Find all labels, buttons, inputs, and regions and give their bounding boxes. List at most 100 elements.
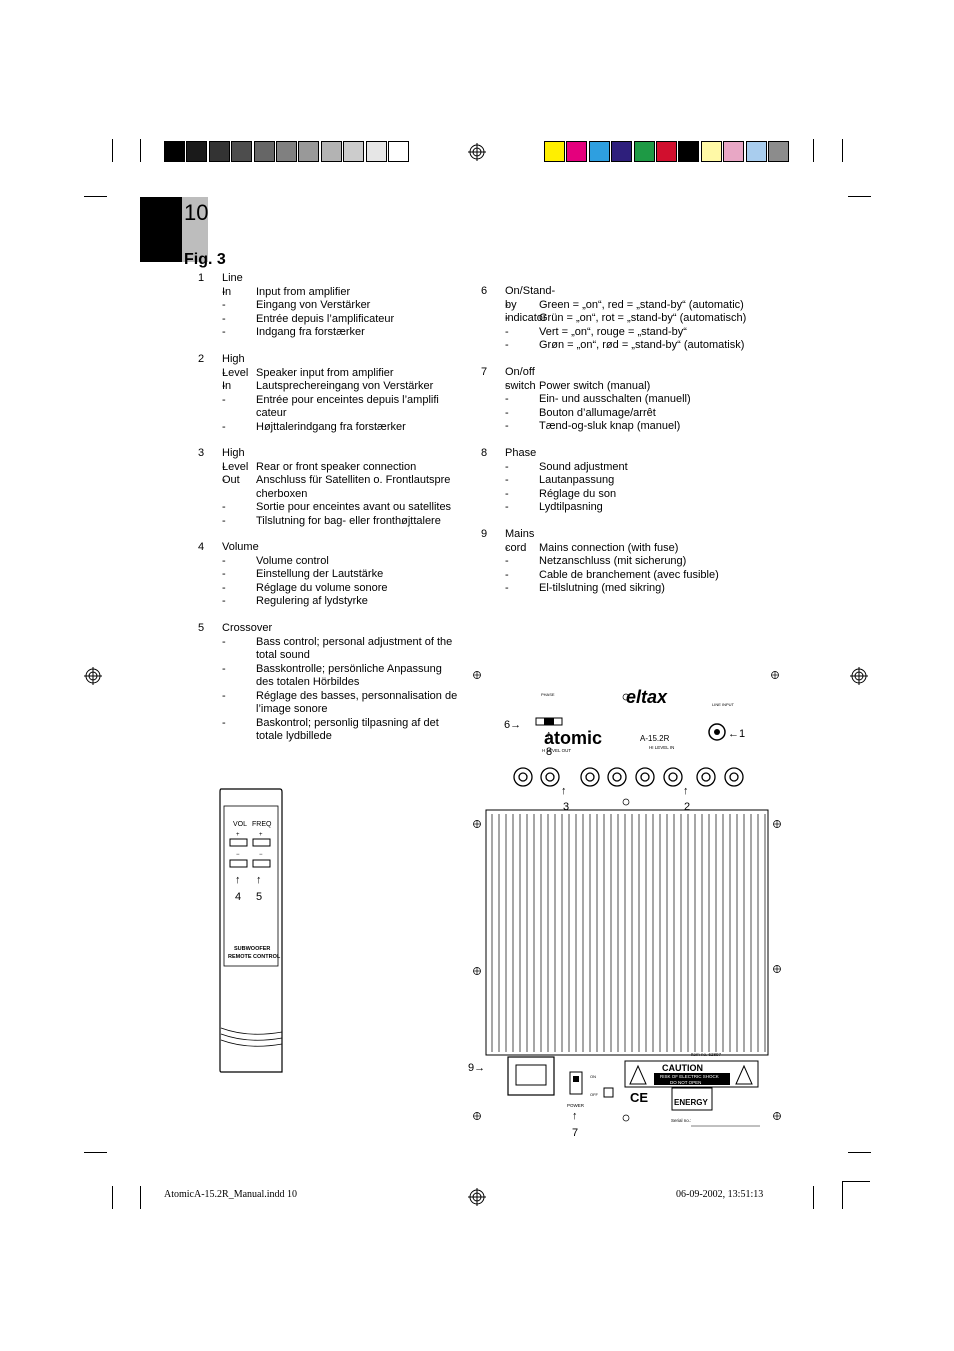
color-swatch [231,141,253,162]
callout-1: ←1 [728,728,745,740]
remote-control-illustration: VOL FREQ ++ −− ↑ ↑ 4 5 SUBWOOFER REMOTE … [219,788,283,1073]
crop-mark [813,139,814,162]
color-swatch [164,141,185,162]
vol-up-button[interactable] [229,838,248,847]
color-swatch [656,141,677,162]
svg-text:+: + [236,832,240,838]
amplifier-panel-illustration: eltax atomic A-15.2R PHASE 6→ ↑ 8 LINE I… [468,671,781,1139]
item-line: Regulering af lydstyrke [198,595,458,609]
arrow-up-icon: ↑ [235,874,241,886]
color-swatch [388,141,409,162]
item-line: Lautanpassung [481,474,781,488]
item-line: Sound adjustment [481,461,781,475]
page-number: 10 [184,200,209,225]
model-logo: atomic [544,728,602,748]
footer-file-info: AtomicA-15.2R_Manual.indd 10 [164,1189,298,1200]
item-line: El-tilslutning (med sikring) [481,582,781,596]
item-line: Grün = „on“, rot = „stand-by“ (automatis… [481,312,781,326]
item-line: Green = „on“, red = „stand-by“ (automati… [481,299,781,313]
arrow-up-icon: ↑ [256,874,262,886]
item-line: Input from amplifier [198,286,458,300]
power-switch[interactable] [569,1071,583,1095]
crop-mark [848,1152,871,1153]
svg-text:CAUTION: CAUTION [662,1063,703,1073]
item-line: Vert = „on“, rouge = „stand-by“ [481,326,781,340]
remote-caption: SUBWOOFER [234,946,270,952]
item-number: 9 [481,528,488,540]
line-input-jack[interactable] [708,723,726,741]
vol-label: VOL [233,821,247,828]
freq-label: FREQ [252,821,272,828]
color-swatch [611,141,633,162]
item-number: 8 [481,447,488,459]
callout-5: 5 [256,891,262,903]
crop-mark [813,1186,814,1209]
item-number: 6 [481,285,488,297]
item-number: 7 [481,366,488,378]
color-swatch [745,141,767,162]
color-swatch [566,141,588,162]
callout-4: 4 [235,891,241,903]
callout-7: 7 [572,1127,578,1139]
item-number: 3 [198,447,205,459]
item-line: Tilslutning for bag- eller fronthøjttale… [198,515,458,529]
arrow-up-icon: ↑ [683,785,689,797]
svg-text:Serial no.:: Serial no.: [671,1118,691,1123]
ce-mark: CE [630,1090,648,1105]
item-line: Einstellung der Lautstärke [198,568,458,582]
item-number: 4 [198,541,205,553]
color-swatch [253,141,275,162]
svg-text:DO NOT OPEN: DO NOT OPEN [670,1080,701,1085]
mains-socket[interactable] [507,1056,555,1096]
arrow-up-icon: ↑ [572,1110,578,1122]
item-line: Basskontrolle; persönliche Anpassung des… [198,663,456,690]
svg-text:−: − [259,852,263,858]
color-swatch [298,141,320,162]
item-line: Grøn = „on“, rød = „stand-by“ (automatis… [481,339,781,353]
callout-8: 8 [546,746,552,758]
energy-logo: ENERGY [674,1098,708,1107]
crop-mark [842,1181,843,1209]
crop-mark [848,196,871,197]
registration-mark-icon [850,667,868,685]
registration-mark-icon [468,1188,486,1206]
crop-mark [140,1186,141,1209]
item-line: Entrée depuis l’amplificateur [198,313,458,327]
svg-text:POWER: POWER [567,1103,585,1108]
item-line: Tænd-og-sluk knap (manuel) [481,420,781,434]
callout-2: 2 [684,801,690,813]
figure-label: Fig. 3 [184,251,226,268]
freq-down-button[interactable] [252,859,271,868]
callout-3: 3 [563,801,569,813]
color-swatch [208,141,230,162]
item-line: Speaker input from amplifier [198,367,458,381]
svg-text:OFF: OFF [590,1092,599,1097]
callout-9: 9→ [468,1062,485,1074]
page-tab-shade [182,197,208,262]
svg-text:Item no. 62897: Item no. 62897 [691,1052,722,1057]
svg-text:RISK OF ELECTRIC SHOCK: RISK OF ELECTRIC SHOCK [660,1074,719,1079]
item-line: Baskontrol; personlig tilpasning af det … [198,717,456,744]
brand-logo: eltax [626,687,668,707]
color-swatch [700,141,722,162]
callout-6: 6→ [504,719,521,731]
svg-text:PHASE: PHASE [541,692,555,697]
svg-text:−: − [236,852,240,858]
vol-down-button[interactable] [229,859,248,868]
item-number: 2 [198,353,205,365]
svg-text:+: + [259,832,263,838]
item-line: Entrée pour enceintes depuis l’amplifi c… [198,394,446,421]
footer-timestamp: 06-09-2002, 13:51:13 [676,1189,764,1200]
crop-mark [112,1186,113,1209]
freq-up-button[interactable] [252,838,271,847]
item-line: Indgang fra forstærker [198,326,458,340]
item-line: Power switch (manual) [481,380,781,394]
item-line: Mains connection (with fuse) [481,542,781,556]
registration-mark-icon [84,667,102,685]
item-line: Lautsprechereingang von Verstärker [198,380,458,394]
svg-text:HI LEVEL IN: HI LEVEL IN [649,745,674,750]
item-line: Réglage des basses, personnalisation de … [198,690,466,717]
svg-text:LINE INPUT: LINE INPUT [712,702,735,707]
item-line: Netzanschluss (mit sicherung) [481,555,781,569]
item-line: Højttalerindgang fra forstærker [198,421,458,435]
